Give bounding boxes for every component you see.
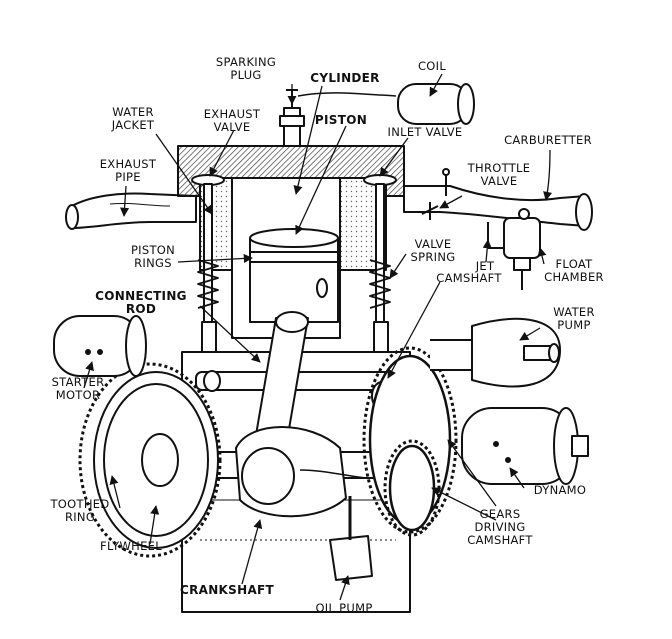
exhaust-pipe xyxy=(71,192,197,229)
label-flywheel: FLYWHEEL xyxy=(100,539,162,553)
label-valve-spring: VALVE SPRING xyxy=(410,237,456,264)
inlet-pipe xyxy=(403,185,587,227)
toothed-ring xyxy=(78,362,222,558)
label-water-jacket: WATER JACKET xyxy=(111,105,155,132)
label-camshaft: CAMSHAFT xyxy=(436,271,502,285)
label-crankshaft: CRANKSHAFT xyxy=(179,583,275,597)
label-oil-pump: OIL PUMP xyxy=(315,601,373,615)
label-throttle-valve: THROTTLE VALVE xyxy=(467,161,531,188)
exhaust-valve-spring xyxy=(197,259,219,309)
label-cylinder: CYLINDER xyxy=(310,71,380,85)
exhaust-pipe-end xyxy=(65,204,79,230)
carburetter-mouth xyxy=(575,193,593,231)
label-exhaust-pipe: EXHAUST PIPE xyxy=(99,157,157,184)
flywheel xyxy=(93,371,219,549)
gudgeon-pin xyxy=(316,278,328,298)
label-starter-motor: STARTER MOTOR xyxy=(51,375,105,402)
float-chamber xyxy=(503,217,541,259)
throttle-butterfly xyxy=(421,202,439,220)
label-sparking-plug: SPARKING PLUG xyxy=(215,55,277,82)
crank-gear xyxy=(388,444,436,532)
ht-lead xyxy=(297,92,397,97)
label-float-chamber: FLOAT CHAMBER xyxy=(544,257,604,284)
inlet-valve-spring xyxy=(369,259,391,309)
label-piston: PISTON xyxy=(314,113,368,127)
label-water-pump: WATER PUMP xyxy=(553,305,595,332)
label-exhaust-valve: EXHAUST VALVE xyxy=(203,107,261,134)
label-connecting-rod: CONNECTING ROD xyxy=(95,289,187,316)
label-piston-rings: PISTON RINGS xyxy=(130,243,176,270)
oil-pump xyxy=(329,535,373,581)
piston-crown xyxy=(249,228,339,248)
label-coil: COIL xyxy=(417,59,447,73)
label-inlet-valve: INLET VALVE xyxy=(387,125,463,139)
label-dynamo: DYNAMO xyxy=(533,483,587,497)
label-toothed-ring: TOOTHED RING xyxy=(50,497,110,524)
label-jet: JET xyxy=(475,259,495,273)
water-pump xyxy=(471,317,561,388)
label-gears-driving-camshaft: GEARS DRIVING CAMSHAFT xyxy=(467,507,533,547)
label-carburetter: CARBURETTER xyxy=(504,133,592,147)
